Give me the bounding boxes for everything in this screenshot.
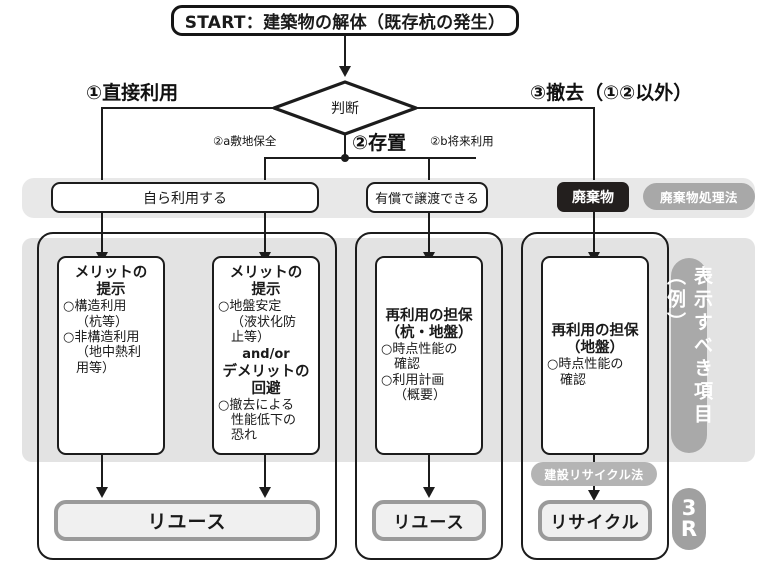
detail-box-reuse-pile-ground-content: 再利用の担保 （杭・地盤） ○時点性能の 確認 ○利用計画 （概要） [377,308,481,404]
reuse-pile-head-2: （杭・地盤） [385,324,473,341]
arrowhead-start-to-decision [339,66,351,77]
detail-box-reuse-pile-ground: 再利用の担保 （杭・地盤） ○時点性能の 確認 ○利用計画 （概要） [375,256,483,455]
box-waste-label: 廃棄物 [572,190,614,206]
merit-structural-head-1: メリットの [74,265,148,281]
reuse-pile-head-1: 再利用の担保 [385,307,473,324]
reuse-pile-item-3: ○利用計画 [381,372,445,388]
branch-label-middle: ②存置 [352,132,407,154]
box-self-use: 自ら利用する [51,182,319,213]
line-right-branch-horizontal [416,107,595,109]
detail-box-merit-ground: メリットの 提示 ○地盤安定 （液状化防 止等） and/or デメリットの 回… [212,256,320,455]
side-label-display-items-text: 表示すべき項目（例） [664,266,713,427]
merit-structural-head-2: 提示 [96,282,126,299]
arrowhead-outcome-left-1 [96,487,108,498]
merit-structural-item-1: ○構造利用 [63,299,127,315]
line-left-branch-horizontal [101,107,276,109]
connector-waste-to-recycle [593,212,595,256]
box-self-use-label: 自ら利用する [143,190,227,207]
reuse-pile-item-2: 確認 [394,357,421,373]
merit-structural-item-5: 用等） [76,360,116,376]
branch-label-left: ①直接利用 [86,82,179,104]
demerit-item-3: 恐れ [231,428,258,444]
side-badge-three-r: 3 R [672,488,706,550]
badge-construction-recycling-law-label: 建設リサイクル法 [544,467,644,482]
branch-sublabel-b: ②b将来利用 [430,134,494,148]
detail-box-merit-ground-content: メリットの 提示 ○地盤安定 （液状化防 止等） and/or デメリットの 回… [214,265,318,444]
demerit-item-1: ○撤去による [218,397,294,413]
merit-ground-head-2: 提示 [251,282,281,299]
three-r-bottom: R [680,517,698,541]
connector-selfuse-to-merit1 [101,213,103,256]
outcome-reuse-left-label: リユース [147,511,227,533]
line-middle-branch-vertical [344,134,346,158]
detail-box-merit-structural: メリットの 提示 ○構造利用 （杭等） ○非構造利用 （地中熱利 用等） [57,256,165,455]
merit-ground-item-2: （液状化防 [231,314,297,330]
merit-ground-head-1: メリットの [229,265,303,281]
decision-diamond: 判断 [272,80,418,136]
branch-sublabel-a: ②a敷地保全 [213,134,277,148]
demerit-item-2: 性能低下の [231,413,297,429]
outcome-reuse-mid-label: リユース [393,513,465,533]
merit-ground-item-3: 止等） [231,329,271,345]
badge-waste-law-label: 廃棄物処理法 [659,190,738,205]
connector-transfer-to-reuse [428,213,430,256]
reuse-pile-item-1: ○時点性能の [381,341,458,357]
reuse-ground-item-2: 確認 [560,372,587,388]
side-label-display-items: 表示すべき項目（例） [664,258,713,453]
outcome-recycle: リサイクル [538,500,652,541]
badge-waste-law: 廃棄物処理法 [643,183,755,210]
connector-reusepile-to-reuse [428,455,430,491]
connector-start-to-decision [344,36,346,68]
merit-ground-connector: and/or [242,347,290,363]
line-right-branch-vertical [593,107,595,180]
detail-box-reuse-ground-content: 再利用の担保 （地盤） ○時点性能の 確認 [543,323,647,388]
line-middle-split-right-down [428,157,430,180]
group-container-direct-use [37,232,337,560]
arrowhead-outcome-left-2 [259,487,271,498]
outcome-recycle-label: リサイクル [550,513,640,533]
decision-label: 判断 [331,101,359,117]
outcome-reuse-mid: リユース [372,500,486,541]
merit-structural-item-4: （地中熱利 [76,345,142,361]
badge-construction-recycling-law: 建設リサイクル法 [531,462,657,486]
demerit-head-1: デメリットの [222,363,310,380]
outcome-reuse-left: リユース [54,500,320,541]
merit-ground-item-1: ○地盤安定 [218,299,282,315]
line-left-branch-vertical [101,107,103,180]
connector-merit2-to-reuse [264,455,266,491]
arrowhead-outcome-right [588,490,600,501]
merit-structural-item-2: （杭等） [76,314,129,330]
box-waste: 廃棄物 [557,182,629,212]
detail-box-merit-structural-content: メリットの 提示 ○構造利用 （杭等） ○非構造利用 （地中熱利 用等） [59,265,163,376]
reuse-ground-item-1: ○時点性能の [547,357,624,373]
merit-structural-item-3: ○非構造利用 [63,329,140,345]
box-transfer: 有償で譲渡できる [366,182,488,213]
start-title-label: START：建築物の解体（既存杭の発生） [184,13,506,33]
reuse-ground-head-2: （地盤） [566,340,624,357]
reuse-pile-item-4: （概要） [394,387,447,403]
connector-merit1-to-reuse [101,455,103,491]
start-title-box: START：建築物の解体（既存杭の発生） [171,5,519,36]
group-container-waste [521,232,669,560]
arrowhead-outcome-mid [423,487,435,498]
connector-reuseground-to-recycle-upper [593,455,595,463]
box-transfer-label: 有償で譲渡できる [375,192,479,207]
line-middle-split-left-down [264,157,266,180]
demerit-head-2: 回避 [251,380,281,397]
line-middle-split-horizontal [264,157,476,159]
reuse-ground-head-1: 再利用の担保 [551,323,639,340]
detail-box-reuse-ground: 再利用の担保 （地盤） ○時点性能の 確認 [541,256,649,455]
branch-label-right: ③撤去（①②以外） [530,82,693,104]
three-r-top: 3 [681,496,697,520]
connector-selfuse-to-merit2 [264,213,266,256]
